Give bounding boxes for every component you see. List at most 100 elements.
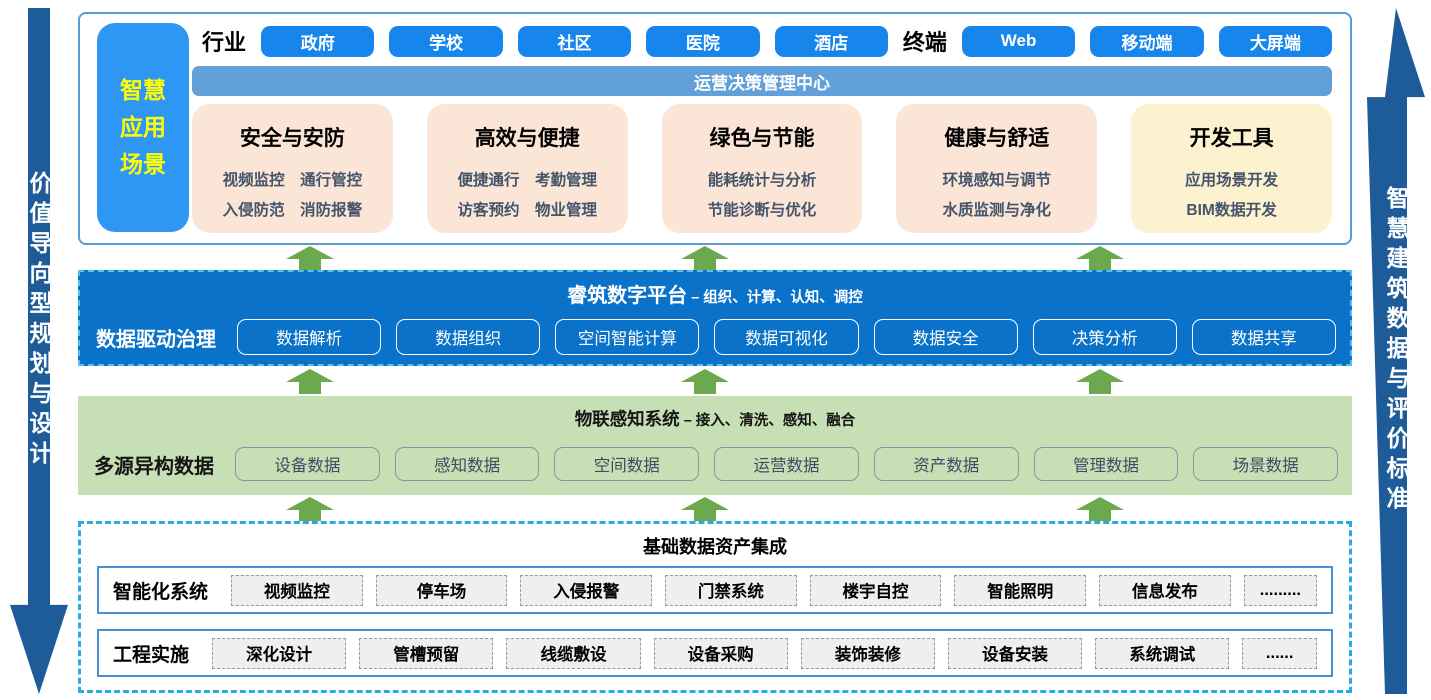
smart-application-scenarios-label: 智慧 应用 场景 <box>97 23 189 232</box>
card-line: 访客预约 物业管理 <box>457 202 597 220</box>
platform-btn-spatial-computing[interactable]: 空间智能计算 <box>555 319 700 355</box>
intelligent-systems-label: 智能化系统 <box>113 581 209 603</box>
platform-buttons-row: 数据驱动治理 数据解析 数据组织 空间智能计算 数据可视化 数据安全 决策分析 … <box>96 316 1336 358</box>
up-arrow-icon <box>286 369 334 394</box>
card-line: 入侵防范 消防报警 <box>222 202 363 220</box>
eng-btn-conduit-reservation[interactable]: 管槽预留 <box>359 637 494 669</box>
card-security: 安全与安防 视频监控 通行管控 入侵防范 消防报警 <box>192 104 393 233</box>
side-label-line: 应用 <box>120 114 166 141</box>
data-driven-governance-label: 数据驱动治理 <box>96 328 216 351</box>
multi-source-data-label: 多源异构数据 <box>94 455 214 478</box>
engineering-implementation-label: 工程实施 <box>113 644 190 666</box>
up-arrow-icon <box>1076 246 1124 271</box>
platform-btn-data-organization[interactable]: 数据组织 <box>396 319 541 355</box>
up-arrow-icon <box>681 369 729 394</box>
industry-tag-hospital[interactable]: 医院 <box>646 25 760 57</box>
platform-btn-decision-analysis[interactable]: 决策分析 <box>1032 319 1177 355</box>
card-line: BIM数据开发 <box>1186 202 1277 220</box>
side-label-line: 智慧 <box>120 77 166 104</box>
engineering-implementation-row: 工程实施 深化设计 管槽预留 线缆敷设 设备采购 装饰装修 设备安装 系统调试 … <box>97 629 1333 677</box>
industry-tag-school[interactable]: 学校 <box>389 25 503 57</box>
industry-tag-community[interactable]: 社区 <box>517 25 632 57</box>
card-line: 便捷通行 考勤管理 <box>457 172 597 189</box>
base-title: 基础数据资产集成 <box>643 537 787 557</box>
eng-btn-detailed-design[interactable]: 深化设计 <box>212 637 347 669</box>
iot-btn-scenario-data[interactable]: 场景数据 <box>1193 447 1339 481</box>
card-title: 健康与舒适 <box>944 127 1050 150</box>
up-arrow-icon <box>286 497 334 522</box>
base-data-integration-panel: 基础数据资产集成 智能化系统 视频监控 停车场 入侵报警 门禁系统 楼宇自控 智… <box>78 521 1352 693</box>
eng-btn-cable-laying[interactable]: 线缆敷设 <box>506 637 641 669</box>
platform-btn-data-security[interactable]: 数据安全 <box>873 319 1018 355</box>
iot-sensing-panel: 物联感知系统 – 接入、清洗、感知、融合 多源异构数据 设备数据 感知数据 空间… <box>78 396 1352 495</box>
operation-decision-center-bar: 运营决策管理中心 <box>192 66 1332 96</box>
card-line: 节能诊断与优化 <box>707 202 817 220</box>
platform-btn-data-parsing[interactable]: 数据解析 <box>237 319 382 355</box>
card-title: 绿色与节能 <box>709 127 815 150</box>
card-green-energy: 绿色与节能 能耗统计与分析 节能诊断与优化 <box>661 104 863 233</box>
up-arrow-icon <box>1076 369 1124 394</box>
sys-btn-info-publishing[interactable]: 信息发布 <box>1099 574 1231 606</box>
operation-decision-center-label: 运营决策管理中心 <box>694 73 830 93</box>
right-arrow-label: 智慧建筑数据与评价标准 <box>1383 186 1409 516</box>
sys-btn-video-surveillance[interactable]: 视频监控 <box>231 574 363 606</box>
terminal-tag-bigscreen[interactable]: 大屏端 <box>1218 25 1333 57</box>
eng-btn-more[interactable]: ...... <box>1242 637 1318 669</box>
intelligent-systems-row: 智能化系统 视频监控 停车场 入侵报警 门禁系统 楼宇自控 智能照明 信息发布 … <box>97 566 1333 614</box>
platform-subtitle: – 组织、计算、认知、调控 <box>687 290 863 306</box>
iot-btn-spatial-data[interactable]: 空间数据 <box>554 447 700 481</box>
digital-platform-panel: 睿筑数字平台 – 组织、计算、认知、调控 数据驱动治理 数据解析 数据组织 空间… <box>78 270 1352 366</box>
smart-application-scenarios-panel: 智慧 应用 场景 行业 政府 学校 社区 医院 酒店 终端 Web 移动端 大屏… <box>78 12 1352 245</box>
side-label-line: 场景 <box>120 150 166 177</box>
iot-btn-device-data[interactable]: 设备数据 <box>235 447 380 481</box>
left-value-arrow: 价值导向型规划与设计 <box>10 8 68 694</box>
left-arrow-label: 价值导向型规划与设计 <box>26 171 52 471</box>
industry-terminal-tags-row: 行业 政府 学校 社区 医院 酒店 终端 Web 移动端 大屏端 <box>202 24 1333 58</box>
industry-tag-hotel[interactable]: 酒店 <box>774 25 888 57</box>
up-arrow-icon <box>1076 497 1124 522</box>
card-line: 应用场景开发 <box>1185 172 1279 189</box>
right-standard-arrow: 智慧建筑数据与评价标准 <box>1367 8 1425 694</box>
card-line: 视频监控 通行管控 <box>222 172 363 189</box>
terminal-label: 终端 <box>902 30 947 55</box>
platform-title-row: 睿筑数字平台 – 组织、计算、认知、调控 <box>80 279 1350 308</box>
card-efficiency: 高效与便捷 便捷通行 考勤管理 访客预约 物业管理 <box>426 104 628 233</box>
card-line: 水质监测与净化 <box>942 202 1052 220</box>
iot-buttons-row: 多源异构数据 设备数据 感知数据 空间数据 运营数据 资产数据 管理数据 场景数… <box>94 445 1339 483</box>
platform-title: 睿筑数字平台 <box>567 285 688 307</box>
scenario-cards-row: 安全与安防 视频监控 通行管控 入侵防范 消防报警 高效与便捷 便捷通行 考勤管… <box>192 104 1332 233</box>
card-title: 高效与便捷 <box>474 127 580 150</box>
up-arrow-icon <box>681 246 729 271</box>
card-title: 安全与安防 <box>239 127 345 150</box>
eng-btn-system-commissioning[interactable]: 系统调试 <box>1095 637 1230 669</box>
sys-btn-smart-lighting[interactable]: 智能照明 <box>954 574 1087 606</box>
up-arrow-icon <box>681 497 729 522</box>
card-health-comfort: 健康与舒适 环境感知与调节 水质监测与净化 <box>896 104 1098 233</box>
terminal-tag-mobile[interactable]: 移动端 <box>1090 25 1204 57</box>
terminal-tag-web[interactable]: Web <box>961 25 1076 57</box>
platform-btn-data-sharing[interactable]: 数据共享 <box>1191 319 1336 355</box>
iot-title: 物联感知系统 <box>574 409 680 429</box>
iot-subtitle: – 接入、清洗、感知、融合 <box>679 413 856 429</box>
card-dev-tools: 开发工具 应用场景开发 BIM数据开发 <box>1131 104 1332 233</box>
sys-btn-building-automation[interactable]: 楼宇自控 <box>809 574 942 606</box>
card-title: 开发工具 <box>1189 127 1274 150</box>
iot-btn-asset-data[interactable]: 资产数据 <box>873 447 1019 481</box>
eng-btn-decoration[interactable]: 装饰装修 <box>800 637 935 669</box>
card-line: 能耗统计与分析 <box>707 172 817 189</box>
sys-btn-access-control[interactable]: 门禁系统 <box>665 574 797 606</box>
card-line: 环境感知与调节 <box>942 172 1052 189</box>
sys-btn-parking[interactable]: 停车场 <box>375 574 508 606</box>
up-arrow-icon <box>286 246 334 271</box>
sys-btn-more[interactable]: ......... <box>1243 574 1318 606</box>
eng-btn-equipment-installation[interactable]: 设备安装 <box>947 637 1083 669</box>
sys-btn-intrusion-alarm[interactable]: 入侵报警 <box>520 574 653 606</box>
eng-btn-equipment-procurement[interactable]: 设备采购 <box>653 637 788 669</box>
iot-btn-operation-data[interactable]: 运营数据 <box>714 447 859 481</box>
industry-tag-government[interactable]: 政府 <box>261 25 375 57</box>
iot-btn-management-data[interactable]: 管理数据 <box>1033 447 1179 481</box>
iot-title-row: 物联感知系统 – 接入、清洗、感知、融合 <box>78 406 1352 431</box>
iot-btn-sensing-data[interactable]: 感知数据 <box>394 447 540 481</box>
platform-btn-data-visualization[interactable]: 数据可视化 <box>714 319 859 355</box>
